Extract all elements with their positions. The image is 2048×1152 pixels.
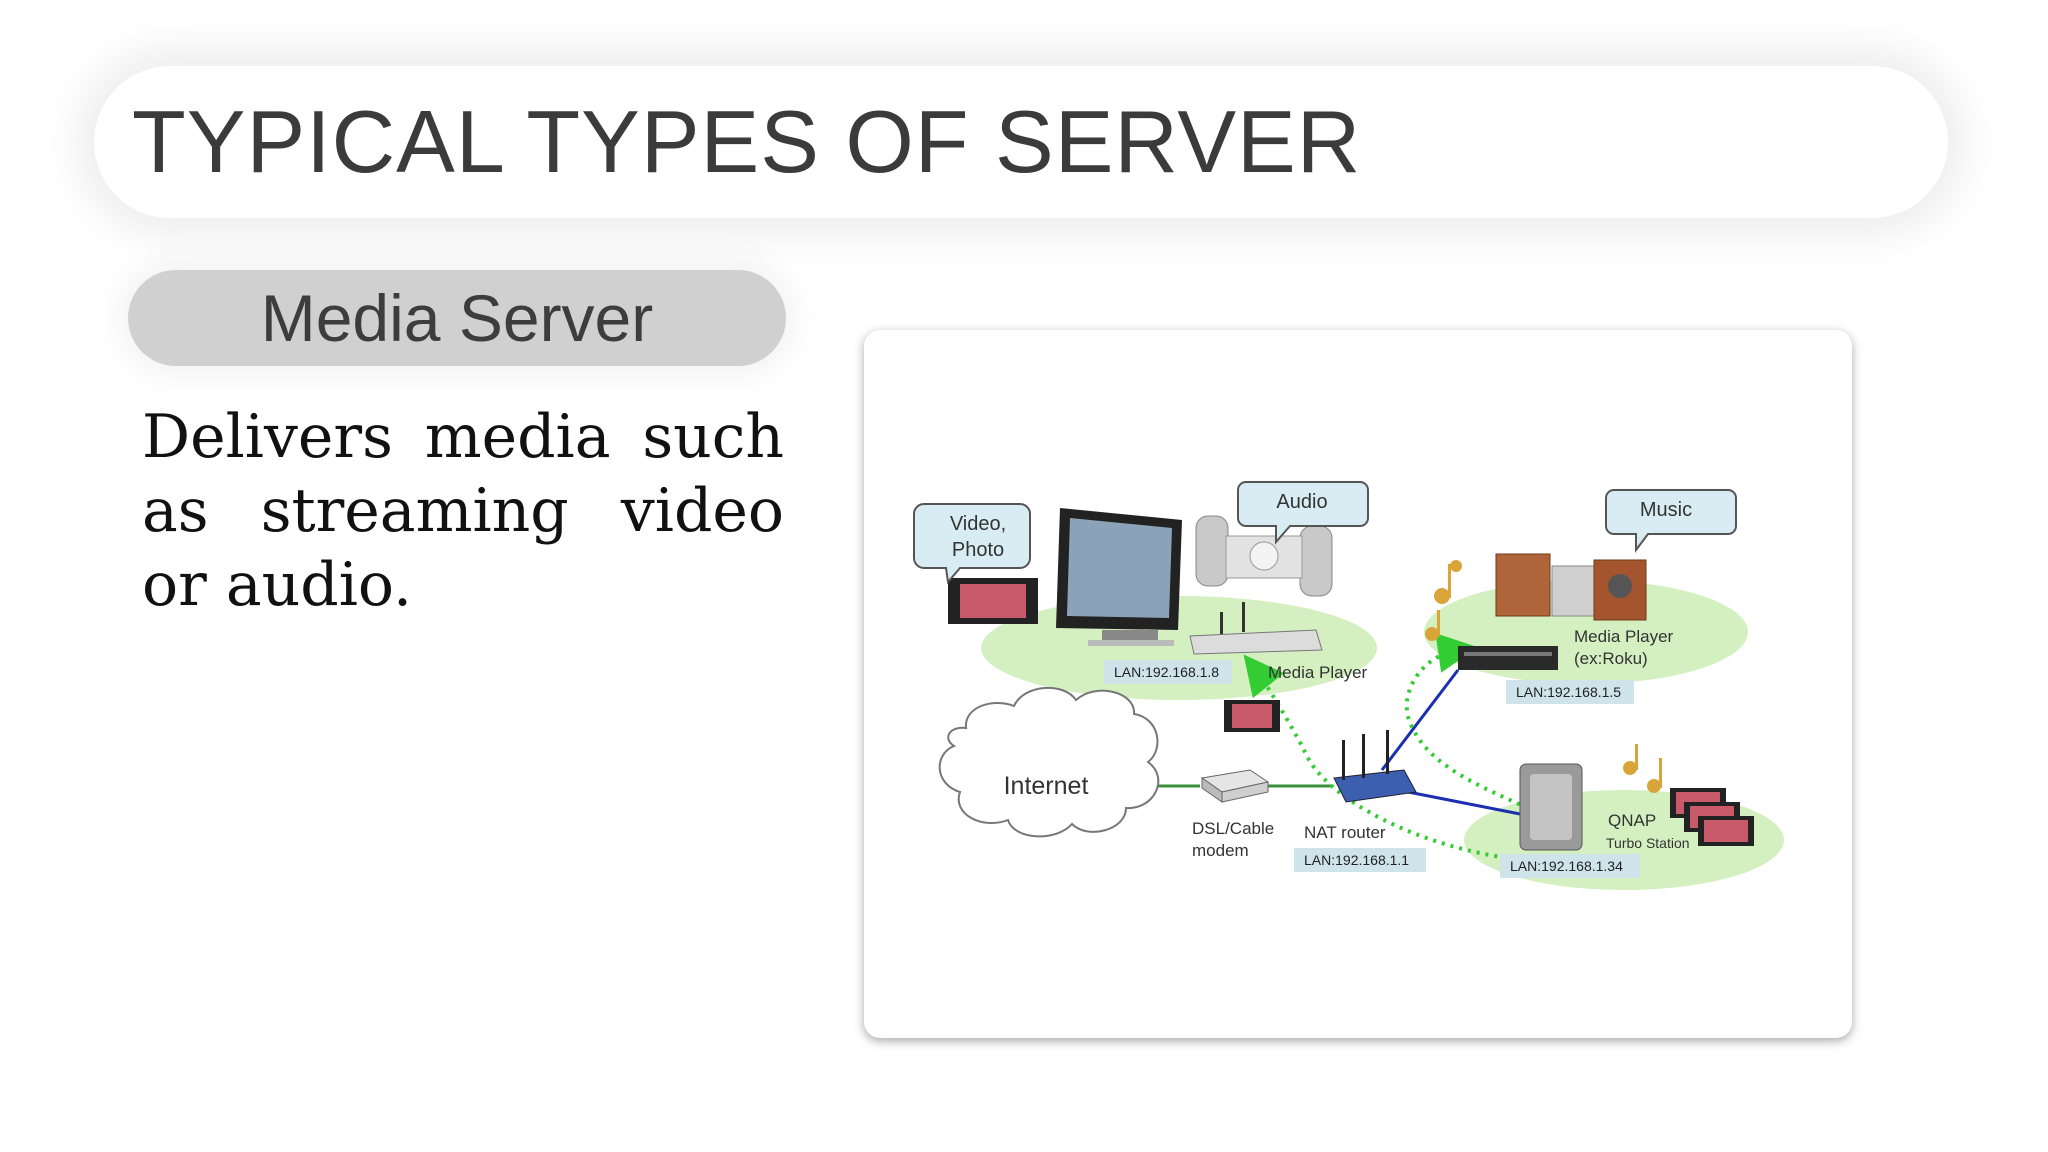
bubble-video-label: Video,	[950, 513, 1006, 535]
stream-to-left-player	[1243, 654, 1525, 862]
speakers-icon	[1195, 515, 1333, 597]
qnap-server-icon	[1519, 763, 1583, 851]
bubble-video-photo	[913, 503, 1031, 585]
modem-icon	[1200, 769, 1270, 803]
network-diagram: Internet Video, Photo Audio Music	[864, 330, 1852, 1038]
stereo-icon	[1495, 553, 1647, 621]
qnap-label-2: Turbo Station	[1606, 835, 1690, 851]
internet-cloud	[938, 687, 1160, 838]
filmstrip-stack-icon	[1670, 788, 1754, 846]
link-router-qnap	[1397, 788, 1521, 816]
ip-tag-left-player	[1104, 660, 1232, 684]
network-diagram-svg: Internet Video, Photo Audio Music	[913, 481, 1784, 890]
modem-label-1: DSL/Cable	[1192, 819, 1274, 838]
right-media-player-label-1: Media Player	[1574, 627, 1674, 646]
ip-right-player: LAN:192.168.1.5	[1516, 684, 1621, 700]
bubble-audio	[1237, 481, 1369, 545]
internet-label: Internet	[1004, 772, 1089, 800]
ip-tag-router	[1294, 848, 1426, 872]
tv-icon	[1056, 508, 1182, 646]
slide-subtitle: Media Server	[260, 281, 654, 355]
left-media-player-label: Media Player	[1268, 663, 1368, 682]
music-note-icon	[1425, 560, 1662, 793]
bubble-music-label: Music	[1640, 499, 1692, 521]
filmstrip-icon	[948, 578, 1280, 732]
qnap-label-1: QNAP	[1608, 811, 1656, 830]
bubble-photo-label: Photo	[952, 539, 1004, 561]
title-bar	[94, 66, 1948, 218]
right-media-player-icon	[1458, 646, 1558, 670]
ip-router: LAN:192.168.1.1	[1304, 852, 1409, 868]
ip-tag-qnap	[1500, 854, 1640, 878]
modem-label-2: modem	[1192, 841, 1249, 860]
ip-left-player: LAN:192.168.1.8	[1114, 664, 1219, 680]
slide-body-text: Delivers media such as streaming video o…	[142, 402, 784, 620]
subtitle-pill	[128, 270, 786, 366]
router-icon	[1333, 730, 1417, 803]
link-router-right-player	[1380, 669, 1460, 771]
right-media-player-label-2: (ex:Roku)	[1574, 649, 1648, 668]
bubble-audio-label: Audio	[1276, 491, 1327, 513]
router-label: NAT router	[1304, 823, 1386, 842]
bubble-music	[1605, 489, 1737, 553]
ip-qnap: LAN:192.168.1.34	[1510, 858, 1623, 874]
left-media-player-icon	[1189, 602, 1323, 655]
slide-title: TYPICAL TYPES OF SERVER	[132, 92, 1362, 191]
ip-tag-right-player	[1506, 680, 1634, 704]
